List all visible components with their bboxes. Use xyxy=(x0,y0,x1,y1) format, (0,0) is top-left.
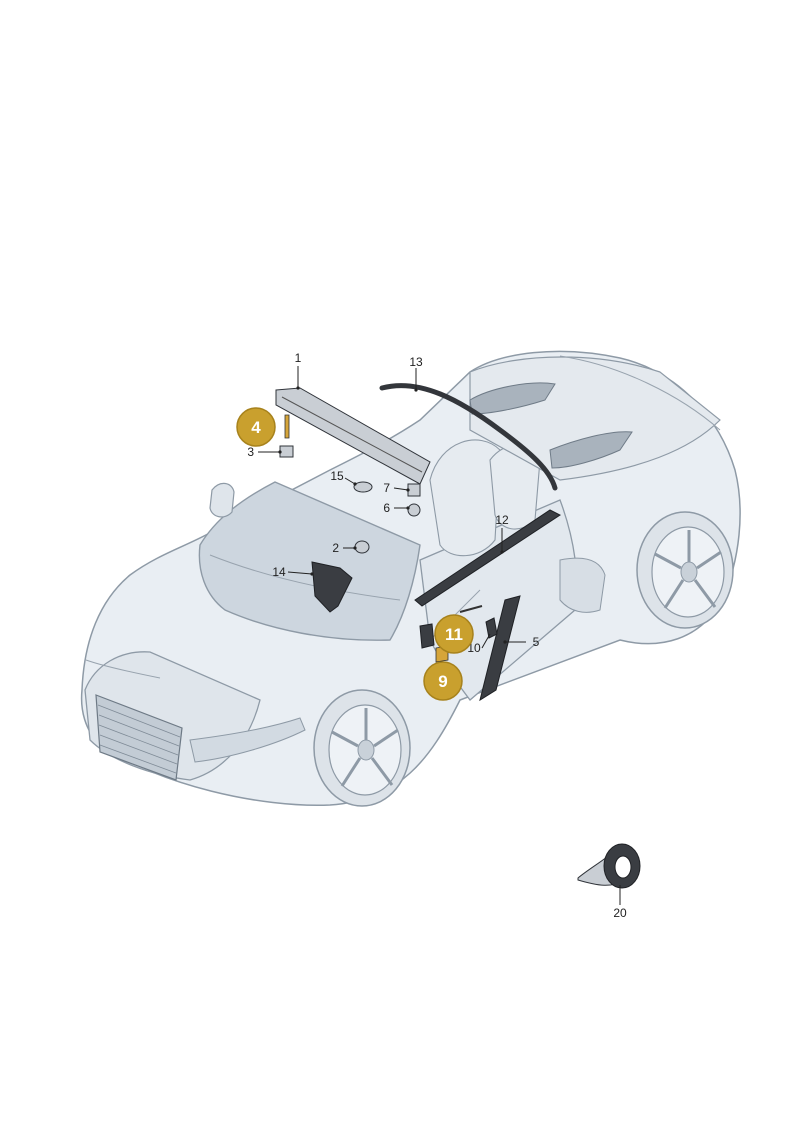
part-12-trim-strip xyxy=(414,509,561,607)
label-part-13[interactable]: 13 xyxy=(409,355,423,369)
front-grille xyxy=(95,694,183,781)
label-part-3[interactable]: 3 xyxy=(247,445,254,459)
part-11-switch xyxy=(419,623,435,649)
label-part-15[interactable]: 15 xyxy=(330,469,344,483)
part-labels: 1 2 3 5 6 7 10 12 13 14 15 20 xyxy=(247,351,627,920)
part-5-pillar-trim xyxy=(479,595,521,702)
part-6-nut xyxy=(407,503,421,517)
part-20-tape-roll xyxy=(577,843,641,889)
windshield xyxy=(198,481,421,641)
part-14-bracket xyxy=(311,561,353,613)
label-part-12[interactable]: 12 xyxy=(495,513,509,527)
front-wheel xyxy=(313,689,411,807)
part-1-windshield-frame-trim xyxy=(275,387,431,485)
badge-label-11: 11 xyxy=(445,625,463,644)
label-part-1[interactable]: 1 xyxy=(295,351,302,365)
engine-vent-left xyxy=(469,382,556,415)
label-part-20[interactable]: 20 xyxy=(613,906,627,920)
parts xyxy=(275,383,641,889)
part-3-clip xyxy=(279,445,294,458)
part-4-screw xyxy=(284,414,290,439)
label-part-10[interactable]: 10 xyxy=(467,641,481,655)
part-15-grommet xyxy=(353,481,373,493)
badge-part-4[interactable]: 4 xyxy=(236,407,276,447)
part-13-seal-strip xyxy=(379,383,558,491)
engine-vent-right xyxy=(549,431,633,469)
badge-part-11[interactable]: 11 xyxy=(434,614,474,654)
label-part-5[interactable]: 5 xyxy=(533,635,540,649)
label-part-7[interactable]: 7 xyxy=(383,481,390,495)
car-illustration xyxy=(80,350,741,807)
part-10-clip xyxy=(485,617,498,639)
label-part-14[interactable]: 14 xyxy=(272,565,286,579)
badge-label-9: 9 xyxy=(438,672,447,691)
badge-part-9[interactable]: 9 xyxy=(423,661,463,701)
highlight-badges: 4 9 11 xyxy=(236,407,474,701)
part-2-nut xyxy=(354,540,370,554)
label-part-2[interactable]: 2 xyxy=(332,541,339,555)
label-part-6[interactable]: 6 xyxy=(383,501,390,515)
leader-lines xyxy=(258,366,621,905)
rear-wheel xyxy=(636,511,734,629)
part-7-bracket xyxy=(407,483,421,497)
badge-label-4: 4 xyxy=(251,418,261,437)
side-mirror xyxy=(209,482,235,518)
